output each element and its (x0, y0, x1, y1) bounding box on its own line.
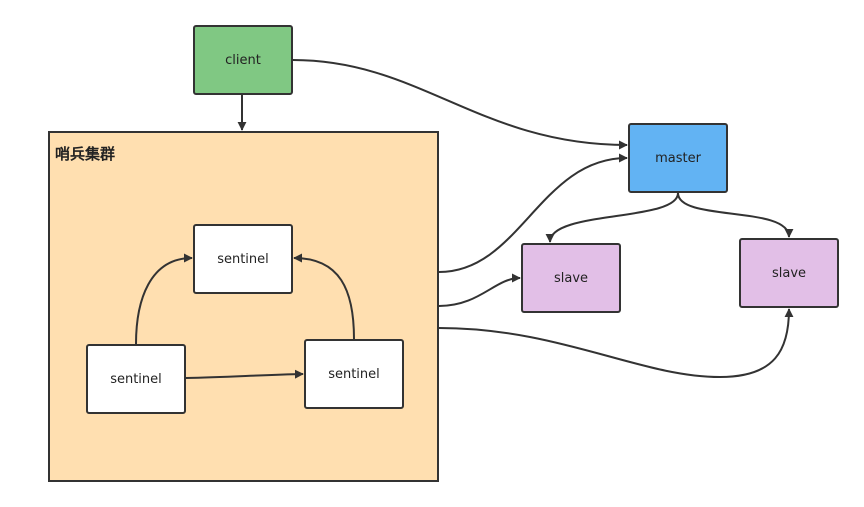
edge-master-slave-2 (677, 192, 794, 238)
slave-label-1: slave (553, 270, 589, 286)
sentinel-node-right[interactable]: sentinel (304, 339, 404, 409)
sentinel-label-left: sentinel (110, 371, 162, 387)
sentinel-label-top: sentinel (217, 251, 269, 267)
slave-label-2: slave (771, 265, 807, 281)
sentinel-label-right: sentinel (328, 366, 380, 382)
client-label: client (225, 52, 261, 68)
edge-cluster-slave-1 (438, 273, 521, 307)
sentinel-node-left[interactable]: sentinel (86, 344, 186, 414)
client-node[interactable]: client (193, 25, 293, 95)
sentinel-cluster: 哨兵集群 (48, 131, 439, 482)
slave-node-1[interactable]: slave (521, 243, 621, 313)
master-node[interactable]: master (628, 123, 728, 193)
sentinel-node-top[interactable]: sentinel (193, 224, 293, 294)
master-label: master (655, 150, 701, 166)
slave-node-2[interactable]: slave (739, 238, 839, 308)
edge-cluster-slave-2 (438, 308, 794, 379)
cluster-title: 哨兵集群 (55, 145, 116, 163)
edge-master-slave-1 (545, 192, 679, 243)
